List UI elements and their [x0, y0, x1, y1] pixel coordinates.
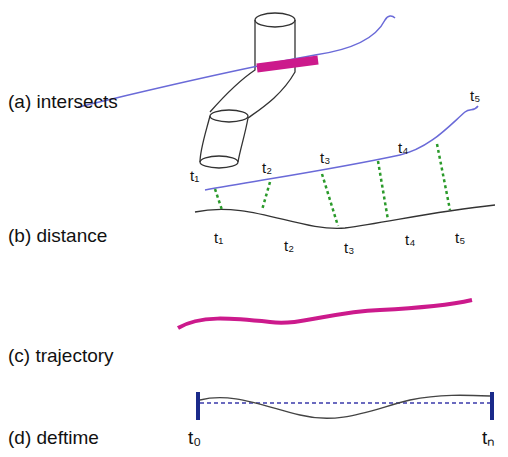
time-label: t₃: [320, 150, 330, 165]
panel-label: (d) deftime: [8, 428, 99, 447]
time-label: tₙ: [482, 428, 495, 447]
time-interval: [200, 402, 490, 403]
time-label: t₂: [262, 160, 272, 175]
time-label: t₄: [398, 140, 408, 155]
tube-figure: [200, 13, 295, 168]
time-label: t₃: [344, 240, 354, 255]
moving-point-curve: [205, 106, 478, 190]
end-bar: [490, 392, 494, 420]
moving-point-curve: [195, 205, 495, 228]
start-bar: [196, 392, 200, 420]
distance-lines: [215, 144, 450, 226]
trajectory-curve: [178, 300, 472, 328]
moving-point-curve: [200, 395, 490, 418]
time-label: t₅: [455, 230, 465, 245]
intersection-segment: [257, 60, 318, 68]
panel-label: (c) trajectory: [8, 346, 114, 365]
time-label: t₀: [188, 428, 201, 447]
moving-point-curve: [78, 16, 395, 107]
panel-label: (a) intersects: [8, 92, 118, 111]
panel-label: (b) distance: [8, 226, 107, 245]
time-label: t₅: [470, 88, 480, 103]
time-label: t₄: [405, 232, 415, 247]
time-label: t₁: [214, 230, 223, 245]
time-label: t₂: [284, 238, 294, 253]
time-label: t₁: [190, 168, 199, 183]
